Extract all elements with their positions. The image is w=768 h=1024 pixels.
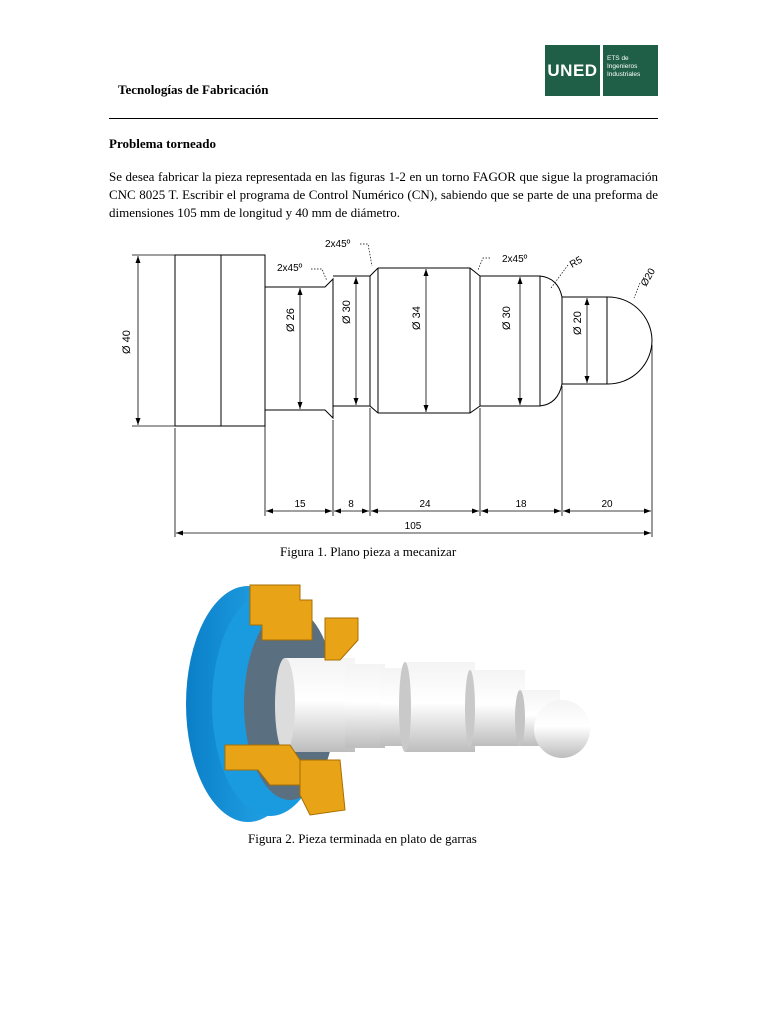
figure-1-caption: Figura 1. Plano pieza a mecanizar [280,544,457,559]
length-dim: 20 [601,499,613,510]
radius-label: R5 [568,254,585,270]
shaft-d26 [285,658,355,752]
dim-d26: Ø 26 [285,308,297,332]
dim-d34: Ø 34 [411,306,423,330]
length-dim: 8 [348,499,354,510]
figure-2-caption: Figura 2. Pieza terminada en plato de ga… [248,831,477,846]
length-dim: 15 [294,499,306,510]
chamfer-label-1: 2x45º [277,263,303,274]
course-title: Tecnologías de Fabricación [118,82,269,97]
logo-subtext-line: ETS de [607,55,629,62]
length-dim: 18 [515,499,527,510]
logo-subtext-line: Industriales [607,71,641,78]
stock-section-d40 [174,254,266,427]
logo-subtext: ETS de Ingenieros Industriales [603,45,658,96]
logo-subtext-line: Ingenieros [607,63,638,70]
header-divider [109,118,658,119]
problem-title: Problema torneado [109,136,216,151]
logo-wordmark: UNED [545,45,600,96]
problem-statement: Se desea fabricar la pieza representada … [109,169,658,220]
dim-d40: Ø 40 [121,330,133,354]
section-d30-a [333,267,379,414]
section-d20 [562,296,607,385]
shaft-sphere [534,700,590,758]
figure-2-render [186,584,590,822]
chamfer-label-3: 2x45º [502,254,528,265]
chamfer-label-2: 2x45º [325,239,351,250]
dim-d30: Ø 30 [341,300,353,324]
total-length-dim: 105 [405,521,422,532]
chuck-jaws [224,584,359,816]
sphere-diameter-label: Ø20 [639,266,658,288]
shaft-d34 [405,662,475,752]
section-d30-b [480,275,563,407]
dim-d20: Ø 20 [572,311,584,335]
dim-d30-b: Ø 30 [501,306,513,330]
section-d26 [265,277,334,420]
uned-logo: UNED ETS de Ingenieros Industriales [545,45,658,96]
section-d34 [378,267,481,414]
spherical-end [606,296,653,385]
length-dim: 24 [419,499,431,510]
